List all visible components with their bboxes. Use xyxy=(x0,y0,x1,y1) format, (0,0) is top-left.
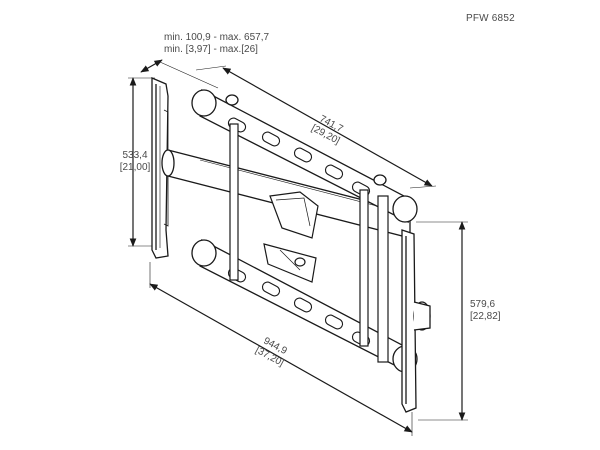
right-height-label: 579,6 [22,82] xyxy=(470,299,501,323)
upper-rail xyxy=(191,88,418,224)
tv-bracket-right xyxy=(401,229,431,413)
depth-dimension-line xyxy=(140,59,163,73)
wall-plate xyxy=(151,77,169,259)
left-height-label: 533,4 [21,00] xyxy=(118,150,152,174)
dimension-lines xyxy=(128,59,468,436)
right-height-mm: 579,6 xyxy=(470,299,496,310)
tilt-mechanism xyxy=(263,191,319,283)
depth-mm: min. 100,9 - max. 657,7 xyxy=(164,32,270,43)
left-height-in: [21,00] xyxy=(119,162,151,173)
model-number: PFW 6852 xyxy=(466,13,515,24)
depth-in: min. [3,97] - max.[26] xyxy=(164,44,258,55)
top-width-dimension-line xyxy=(222,67,433,187)
vertical-posts xyxy=(229,123,389,363)
bottom-width-dimension-line xyxy=(149,283,413,433)
left-height-mm: 533,4 xyxy=(122,150,148,161)
right-height-in: [22,82] xyxy=(470,311,501,322)
depth-dimension-label: min. 100,9 - max. 657,7 min. [3,97] - ma… xyxy=(164,32,269,56)
